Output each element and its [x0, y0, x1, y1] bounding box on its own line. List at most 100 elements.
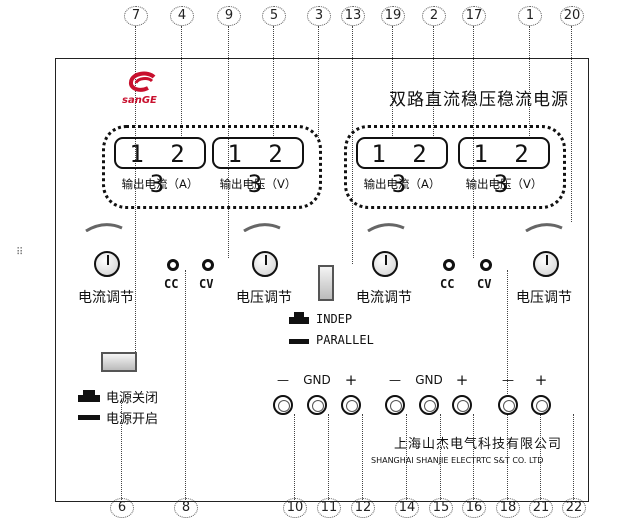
callout-17: 17: [462, 6, 486, 26]
leader-line: [540, 414, 541, 500]
leader-line: [529, 26, 530, 138]
brand-logo-icon: [128, 71, 156, 92]
cv-indicator-2: [480, 259, 492, 271]
callout-2: 2: [422, 6, 446, 26]
cc-label-2: CC: [440, 277, 455, 291]
callout-22: 22: [562, 498, 586, 518]
callout-6: 6: [110, 498, 134, 518]
leader-line: [135, 26, 136, 356]
voltage-adjust-knob-2[interactable]: [533, 251, 559, 277]
jack-label-minus: —: [389, 373, 401, 387]
current-display-2: 1 2 3: [356, 137, 448, 198]
company-name-en: SHANGHAI SHANJIE ELECTRTC S&T CO. LTD: [371, 456, 544, 465]
current-adjust-label-1: 电流调节: [78, 290, 134, 306]
jack-label-gnd: GND: [415, 373, 443, 387]
output-jack-3-negative[interactable]: [498, 395, 518, 415]
power-off-label: 电源关闭: [106, 391, 159, 406]
jack-label-plus: +: [344, 371, 358, 389]
output-jack-2-positive[interactable]: [452, 395, 472, 415]
callout-5: 5: [262, 6, 286, 26]
drag-handle-icon: ⠿: [16, 247, 24, 258]
leader-line: [392, 26, 393, 138]
callout-4: 4: [170, 6, 194, 26]
callout-18: 18: [496, 498, 520, 518]
jack-label-plus: +: [534, 371, 548, 389]
output-jack-1-positive[interactable]: [341, 395, 361, 415]
pressed-button-icon: [83, 390, 95, 395]
callout-7: 7: [124, 6, 148, 26]
jack-label-plus: +: [455, 371, 469, 389]
callout-12: 12: [351, 498, 375, 518]
current-adjust-label-2: 电流调节: [356, 290, 412, 306]
output-jack-1-gnd[interactable]: [307, 395, 327, 415]
leader-line: [473, 414, 474, 500]
callout-3: 3: [307, 6, 331, 26]
callout-21: 21: [529, 498, 553, 518]
output-jack-3-positive[interactable]: [531, 395, 551, 415]
cc-label-1: CC: [164, 277, 179, 291]
leader-line: [185, 270, 186, 500]
front-panel: sanGE 双路直流稳压稳流电源 1 2 3 输出电流（A） 1 2 3 输出电…: [55, 58, 589, 502]
output-jack-2-gnd[interactable]: [419, 395, 439, 415]
mode-switch[interactable]: [318, 265, 334, 301]
current-adjust-knob-2[interactable]: [372, 251, 398, 277]
callout-10: 10: [283, 498, 307, 518]
voltage-display-2: 1 2 3: [458, 137, 550, 198]
callout-8: 8: [174, 498, 198, 518]
indep-label: INDEP: [316, 312, 353, 326]
parallel-label: PARALLEL: [316, 333, 374, 347]
voltage-display-2-label: 输出电压（V）: [465, 177, 543, 191]
callout-1: 1: [518, 6, 542, 26]
jack-label-gnd: GND: [303, 373, 331, 387]
leader-line: [318, 26, 319, 138]
power-switch[interactable]: [101, 352, 137, 372]
output-jack-1-negative[interactable]: [273, 395, 293, 415]
callout-13: 13: [341, 6, 365, 26]
cv-label-1: CV: [199, 277, 214, 291]
cc-indicator-2: [443, 259, 455, 271]
released-button-icon: [289, 339, 309, 344]
dial-arc-icon: [243, 223, 281, 232]
dial-arc-icon: [525, 223, 563, 232]
jack-label-minus: —: [502, 373, 514, 387]
current-display-2-label: 输出电流（A）: [363, 177, 441, 191]
callout-16: 16: [462, 498, 486, 518]
callout-14: 14: [395, 498, 419, 518]
leader-line: [406, 414, 407, 500]
current-adjust-knob-1[interactable]: [94, 251, 120, 277]
voltage-adjust-label-2: 电压调节: [516, 290, 572, 306]
leader-line: [362, 414, 363, 500]
output-jack-2-negative[interactable]: [385, 395, 405, 415]
current-display-1: 1 2 3: [114, 137, 206, 198]
released-button-icon: [78, 415, 100, 420]
dial-arc-icon: [85, 223, 123, 232]
leader-line: [433, 26, 434, 138]
pressed-button-icon: [294, 312, 304, 317]
current-display-1-label: 输出电流（A）: [121, 177, 199, 191]
leader-line: [294, 414, 295, 500]
voltage-adjust-label-1: 电压调节: [236, 290, 292, 306]
callout-9: 9: [217, 6, 241, 26]
callout-11: 11: [317, 498, 341, 518]
callout-19: 19: [381, 6, 405, 26]
dial-arc-icon: [367, 223, 405, 232]
cv-indicator-1: [202, 259, 214, 271]
right-display-group: [344, 125, 566, 209]
brand-name: sanGE: [122, 95, 157, 106]
leader-line: [440, 414, 441, 500]
voltage-display-1: 1 2 3: [212, 137, 304, 198]
leader-line: [473, 26, 474, 258]
callout-15: 15: [429, 498, 453, 518]
device-title: 双路直流稳压稳流电源: [389, 90, 569, 110]
left-display-group: [102, 125, 322, 209]
cv-label-2: CV: [477, 277, 492, 291]
leader-line: [228, 26, 229, 258]
callout-20: 20: [560, 6, 584, 26]
leader-line: [328, 414, 329, 500]
voltage-adjust-knob-1[interactable]: [252, 251, 278, 277]
pressed-button-icon: [289, 317, 309, 324]
pressed-button-icon: [78, 395, 100, 402]
leader-line: [181, 26, 182, 138]
jack-label-minus: —: [277, 373, 289, 387]
